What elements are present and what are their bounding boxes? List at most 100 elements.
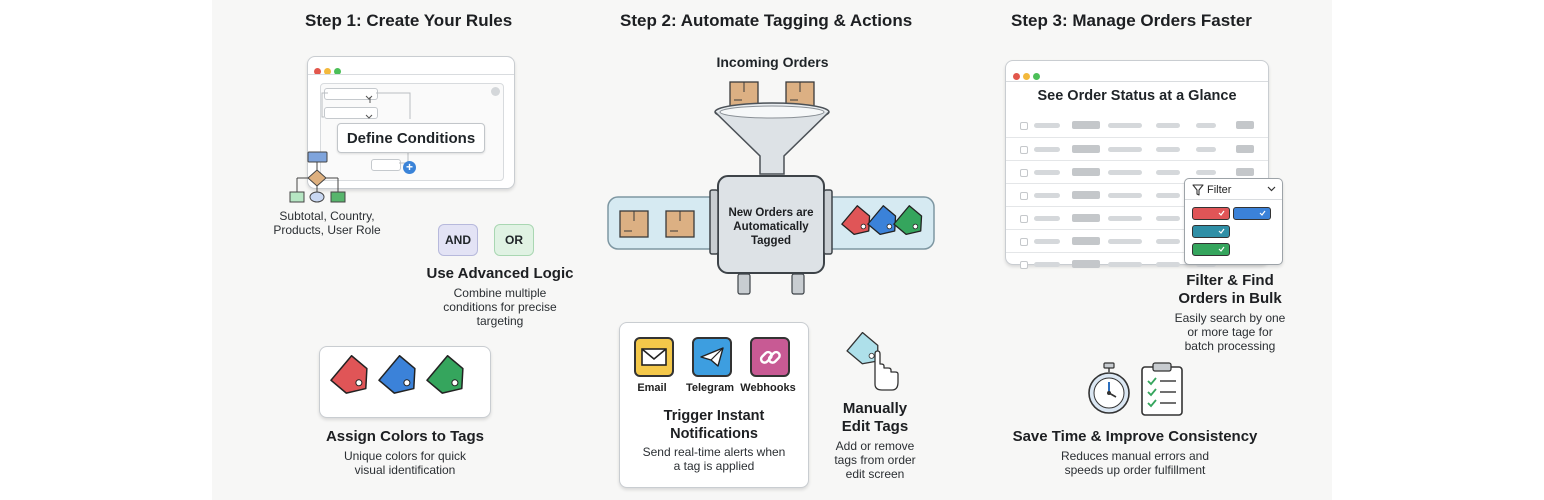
window-divider <box>308 74 514 75</box>
cell-placeholder <box>1072 145 1100 153</box>
filter-funnel-icon <box>1192 184 1204 196</box>
checklist-icon <box>1141 362 1183 416</box>
filter-tag-teal[interactable] <box>1192 225 1230 238</box>
notifications-title-line-1: Trigger Instant <box>663 408 765 424</box>
cell-placeholder <box>1156 170 1180 175</box>
machine-label-line-3: Tagged <box>750 235 792 247</box>
edit-tags-title-line-2: Edit Tags <box>841 418 909 435</box>
webhooks-icon-box[interactable] <box>750 337 790 377</box>
cell-placeholder <box>1108 216 1142 221</box>
row-checkbox[interactable] <box>1020 261 1028 269</box>
funnel-icon <box>714 102 830 175</box>
step3-title: Step 3: Manage Orders Faster <box>1011 11 1252 30</box>
cell-placeholder <box>1072 214 1100 222</box>
telegram-label: Telegram <box>685 382 735 394</box>
webhooks-label: Webhooks <box>740 382 796 394</box>
blue-tag-icon <box>867 205 897 236</box>
order-box-icon <box>619 210 649 238</box>
conditions-caption: Subtotal, Country, Products, User Role <box>262 209 392 237</box>
colored-tags-icon <box>330 355 464 394</box>
status-dot <box>491 87 500 96</box>
row-checkbox[interactable] <box>1020 146 1028 154</box>
window-max-dot <box>334 68 341 75</box>
cell-placeholder <box>1108 239 1142 244</box>
row-checkbox[interactable] <box>1020 169 1028 177</box>
incoming-box-icon <box>729 81 759 107</box>
colors-description: Unique colors for quick visual identific… <box>305 449 505 477</box>
check-icon <box>1218 246 1225 252</box>
condition-select-4[interactable] <box>371 159 401 171</box>
cell-placeholder <box>1108 193 1142 198</box>
filter-tag-red[interactable] <box>1192 207 1230 220</box>
edit-tags-desc-line-2: tags from order <box>834 453 916 467</box>
incoming-orders-label: Incoming Orders <box>716 54 829 70</box>
machine-label: New Orders are Automatically Tagged <box>722 206 820 248</box>
window-close-dot <box>314 68 321 75</box>
condition-select-1[interactable] <box>324 88 378 100</box>
cell-placeholder <box>1108 170 1142 175</box>
window-close-dot <box>1013 73 1020 80</box>
colors-title: Assign Colors to Tags <box>325 428 485 445</box>
edit-tags-title-line-1: Manually <box>842 400 908 417</box>
cell-placeholder <box>1108 123 1142 128</box>
step2-title: Step 2: Automate Tagging & Actions <box>620 11 913 30</box>
window-min-dot <box>324 68 331 75</box>
table-row[interactable] <box>1006 137 1268 161</box>
add-condition-icon[interactable]: + <box>403 161 416 174</box>
cell-placeholder <box>1034 123 1060 128</box>
chevron-down-icon[interactable] <box>1267 186 1276 192</box>
cell-placeholder <box>1034 193 1060 198</box>
email-icon-box[interactable] <box>634 337 674 377</box>
logic-desc-line-1: Combine multiple <box>453 286 547 300</box>
logic-desc-line-3: targeting <box>476 314 524 328</box>
logic-title: Use Advanced Logic <box>426 265 574 282</box>
cell-placeholder <box>1108 147 1142 152</box>
cell-placeholder <box>1034 170 1060 175</box>
order-status-label: See Order Status at a Glance <box>1037 88 1237 104</box>
logic-description: Combine multiple conditions for precise … <box>400 286 600 328</box>
or-badge: OR <box>494 224 534 256</box>
cell-placeholder <box>1156 239 1180 244</box>
cell-placeholder <box>1072 237 1100 245</box>
cell-placeholder <box>1034 147 1060 152</box>
edit-tags-desc-line-1: Add or remove <box>835 439 915 453</box>
save-time-description: Reduces manual errors and speeds up orde… <box>1035 449 1235 477</box>
envelope-icon <box>641 348 667 366</box>
window-divider <box>1006 81 1268 82</box>
cell-placeholder <box>1156 262 1180 267</box>
filter-tag-green[interactable] <box>1192 243 1230 256</box>
paper-plane-icon <box>700 347 724 367</box>
row-checkbox[interactable] <box>1020 238 1028 246</box>
notifications-card: Email Telegram Webhooks Trigger Instant … <box>619 322 809 488</box>
notifications-desc-line-2: a tag is applied <box>673 459 755 473</box>
stopwatch-icon <box>1088 362 1130 414</box>
incoming-box-icon <box>785 81 815 107</box>
filter-title-line-2: Orders in Bulk <box>1178 290 1282 307</box>
filter-tag-blue[interactable] <box>1233 207 1271 220</box>
email-label: Email <box>637 382 667 394</box>
table-row[interactable] <box>1006 160 1268 184</box>
row-checkbox[interactable] <box>1020 215 1028 223</box>
telegram-icon-box[interactable] <box>692 337 732 377</box>
link-icon <box>759 350 781 364</box>
filter-popup: Filter <box>1184 178 1283 265</box>
row-checkbox[interactable] <box>1020 122 1028 130</box>
row-checkbox[interactable] <box>1020 192 1028 200</box>
cell-placeholder <box>1196 170 1216 175</box>
order-box-icon <box>665 210 695 238</box>
condition-select-2[interactable] <box>324 107 378 119</box>
flow-connectors <box>321 92 411 164</box>
conditions-caption-line-2: Products, User Role <box>273 223 381 237</box>
window-min-dot <box>1023 73 1030 80</box>
color-tags-card <box>319 346 491 418</box>
status-placeholder <box>1236 145 1254 153</box>
colors-desc-line-1: Unique colors for quick <box>343 449 467 463</box>
filter-divider <box>1185 199 1282 200</box>
notifications-desc-line-1: Send real-time alerts when <box>642 445 786 459</box>
cell-placeholder <box>1156 193 1180 198</box>
filter-description: Easily search by one or more tage for ba… <box>1150 311 1310 353</box>
table-row[interactable] <box>1006 114 1268 137</box>
machine-label-line-1: New Orders are <box>728 207 814 219</box>
notifications-title: Trigger Instant Notifications <box>620 407 808 443</box>
conditions-caption-line-1: Subtotal, Country, <box>279 209 375 223</box>
